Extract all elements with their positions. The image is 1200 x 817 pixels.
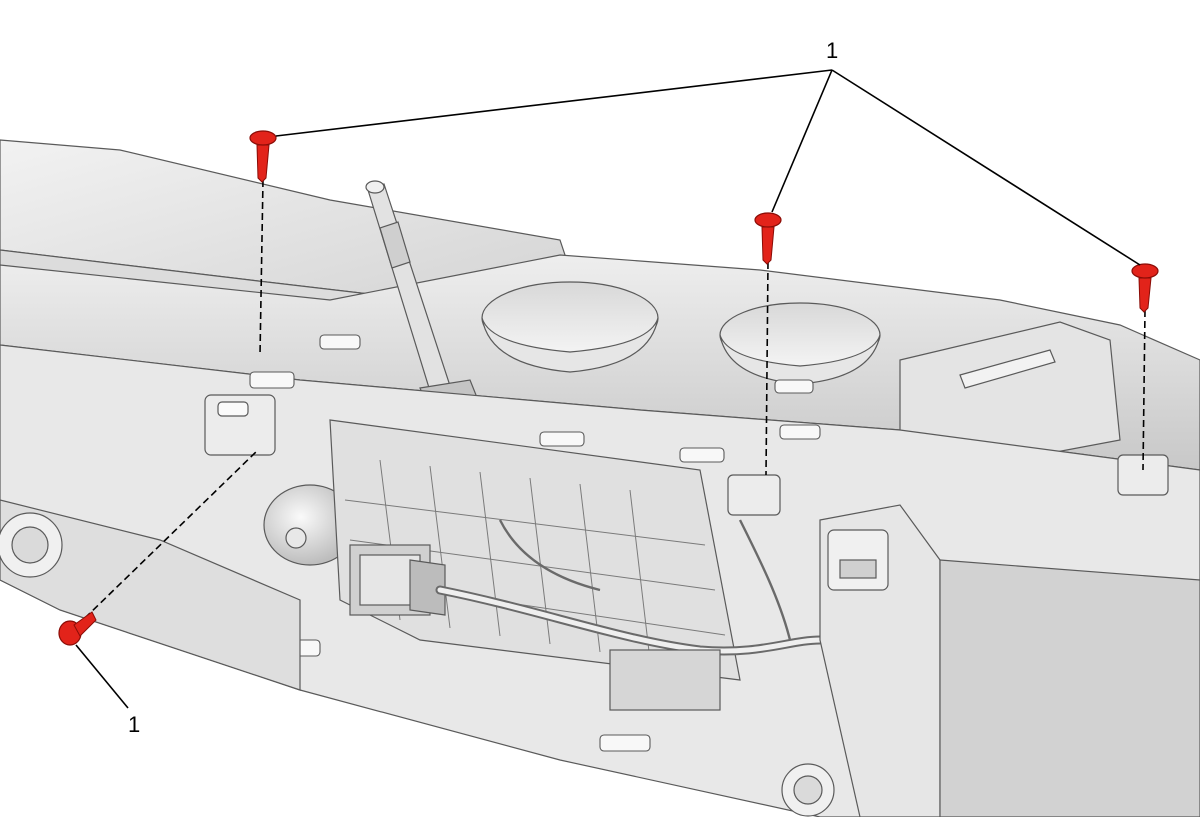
leader-lines <box>75 69 1141 709</box>
actuator-motor <box>263 484 357 566</box>
round-clip-left <box>0 512 63 578</box>
center-console-assembly <box>0 139 1200 817</box>
fastener-guide-lines <box>84 179 1146 619</box>
round-clip-bottom <box>781 763 835 817</box>
frame-slots <box>249 334 1115 752</box>
fastener-2 <box>754 212 782 265</box>
callout-label-bottom-left: 1 <box>128 712 140 737</box>
lower-rail <box>0 499 301 691</box>
cup-holder-rear <box>719 302 881 385</box>
electrical-connector <box>349 544 446 616</box>
callout-label-top: 1 <box>826 38 838 63</box>
fastener-3 <box>1131 263 1159 313</box>
lower-right-panel <box>939 559 1200 817</box>
fastener-1 <box>249 130 277 183</box>
rear-mounting-ear <box>727 454 1169 516</box>
fastener-4 <box>58 611 97 646</box>
cup-holder-front <box>481 281 659 373</box>
switch-module <box>609 649 721 711</box>
wire-branch <box>498 519 792 641</box>
mounting-ear <box>204 394 276 456</box>
